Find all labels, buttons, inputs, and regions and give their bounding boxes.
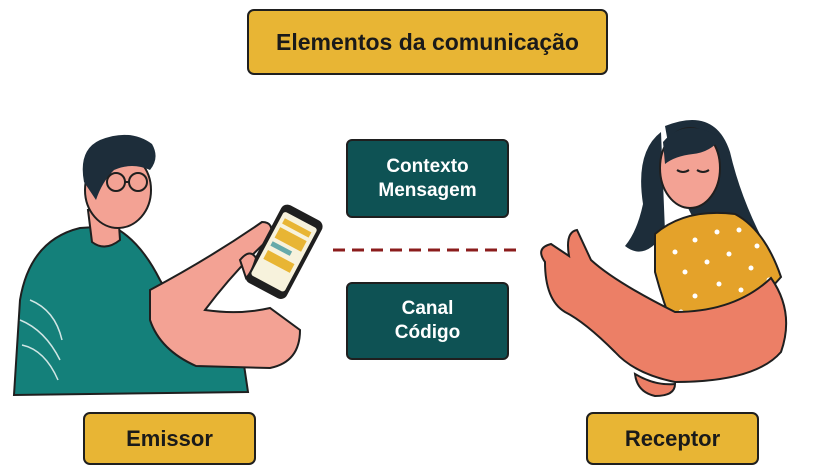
channel-code-box: Canal Código: [346, 282, 509, 360]
context-label: Contexto: [386, 155, 469, 177]
communication-dashed-line: [333, 248, 521, 252]
sender-illustration: [12, 134, 323, 397]
channel-label: Canal: [401, 298, 454, 319]
receiver-illustration: [540, 119, 788, 397]
message-label: Mensagem: [378, 179, 477, 201]
receiver-label: Receptor: [586, 412, 759, 465]
sender-label: Emissor: [83, 412, 256, 465]
context-message-box: Contexto Mensagem: [346, 139, 509, 218]
diagram-title: Elementos da comunicação: [247, 9, 608, 75]
code-label: Código: [394, 322, 461, 343]
